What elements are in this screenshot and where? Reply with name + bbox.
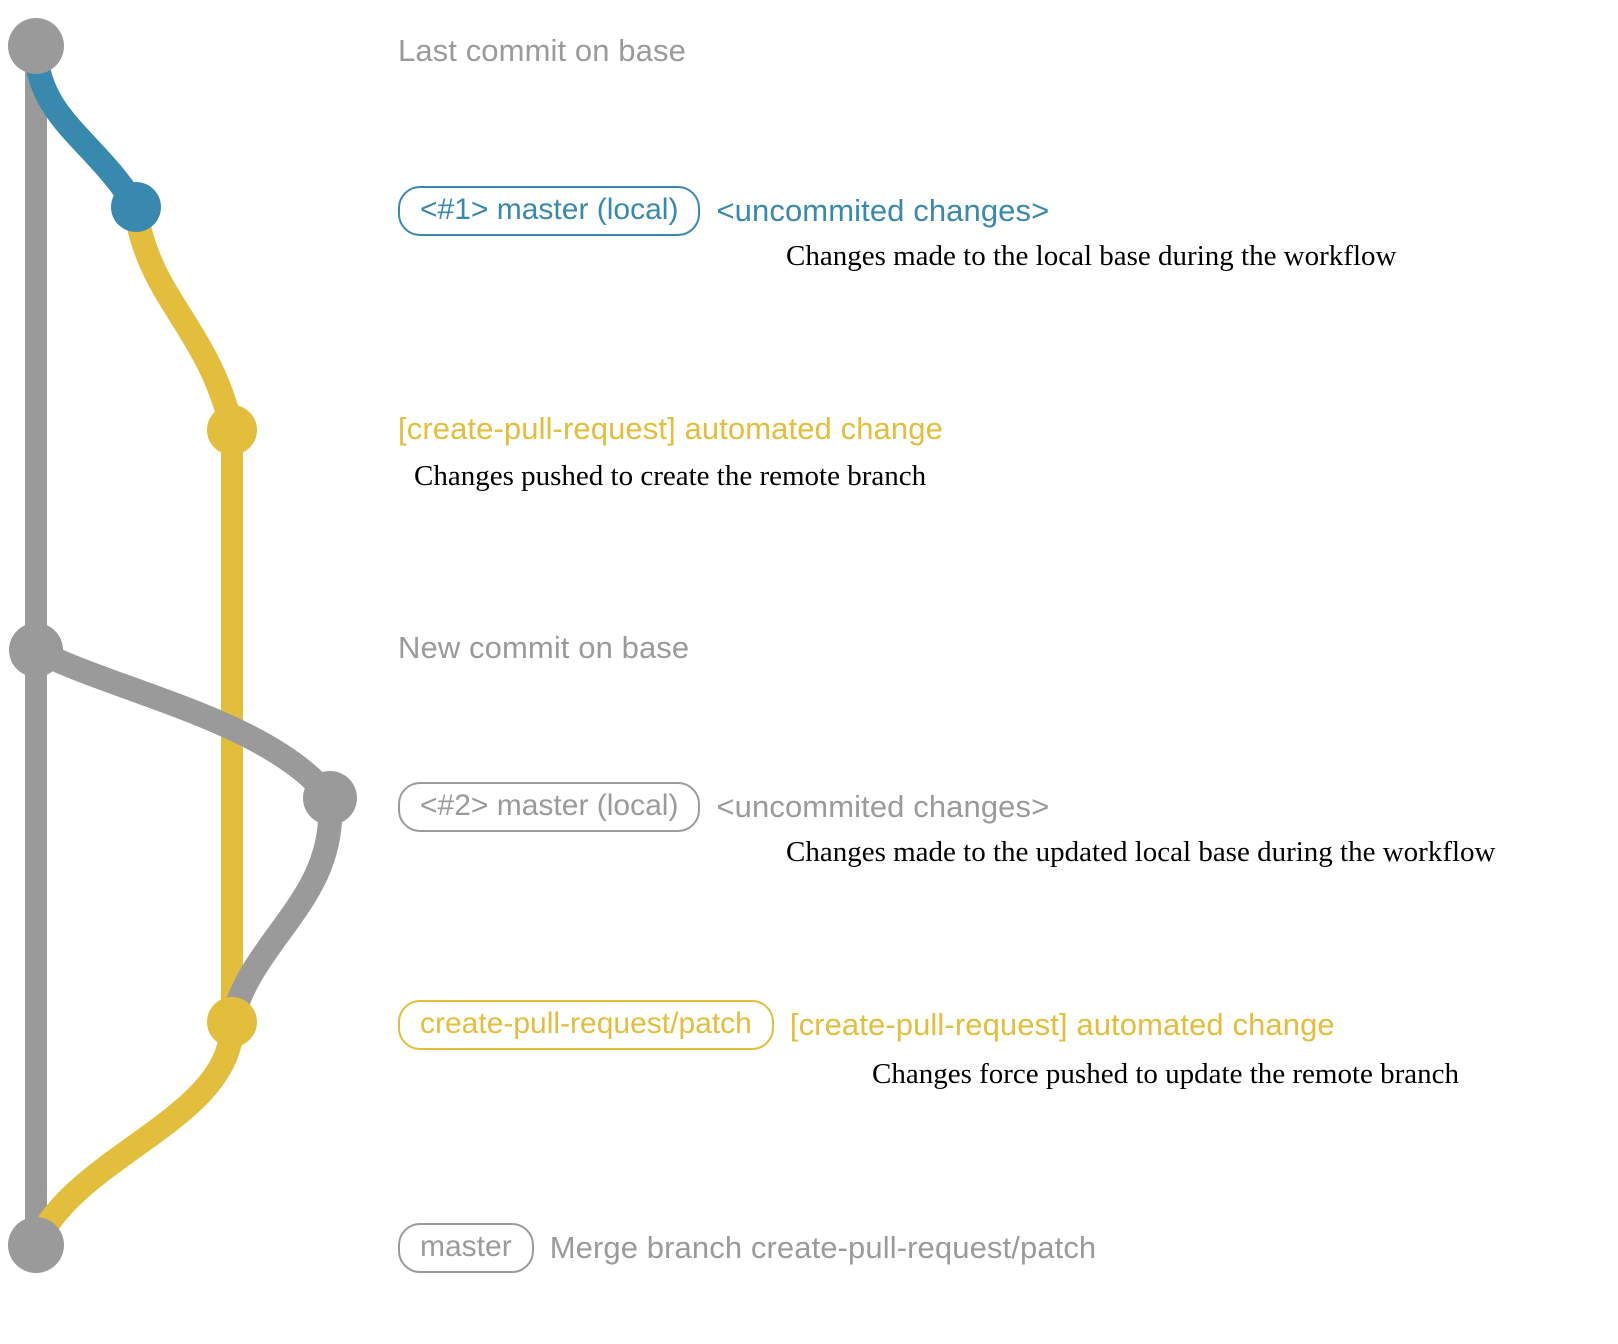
branch-badge-master[interactable]: master: [398, 1223, 534, 1273]
entry-description-master-local-1: Changes made to the local base during th…: [786, 240, 1397, 272]
branch-badge-master-local-2[interactable]: <#2> master (local): [398, 782, 701, 832]
edge-base2-to-local2: [24, 638, 342, 810]
edge-base-to-local1: [24, 40, 148, 219]
entry-headline: [create-pull-request] automated change: [789, 1007, 1335, 1042]
edge-local1-to-patch1: [124, 200, 244, 442]
entry-headline: [create-pull-request] automated change: [398, 411, 943, 446]
entry-last-commit-on-base: Last commit on base: [398, 33, 686, 69]
commit-node-merge-master[interactable]: [8, 1217, 64, 1273]
entry-headline: Merge branch create-pull-request/patch: [549, 1230, 1097, 1265]
branch-badge-master-local-1[interactable]: <#1> master (local): [398, 186, 701, 236]
entry-master-merge: master Merge branch create-pull-request/…: [398, 1223, 1096, 1273]
entry-automated-change-1: [create-pull-request] automated change: [398, 411, 943, 447]
commit-node-automated-change-2[interactable]: [207, 997, 257, 1047]
entry-description-automated-change-1: Changes pushed to create the remote bran…: [414, 460, 927, 492]
entry-description-master-local-2: Changes made to the updated local base d…: [786, 836, 1496, 868]
commit-node-last-on-base[interactable]: [8, 18, 64, 74]
entry-description-create-pull-request-patch: Changes force pushed to update the remot…: [872, 1058, 1460, 1090]
commit-node-local-uncommitted-2[interactable]: [303, 771, 357, 825]
entry-headline: Last commit on base: [398, 33, 686, 68]
commit-node-local-uncommitted-1[interactable]: [111, 182, 161, 232]
entry-master-local-1: <#1> master (local) <uncommited changes>: [398, 186, 1049, 236]
entry-create-pull-request-patch: create-pull-request/patch [create-pull-r…: [398, 1000, 1335, 1050]
edge-patch2-to-merge: [24, 1014, 244, 1257]
entry-headline: <uncommited changes>: [716, 789, 1050, 824]
commit-graph: [8, 18, 357, 1273]
commit-node-automated-change-1[interactable]: [207, 405, 257, 455]
commit-node-new-on-base[interactable]: [9, 623, 63, 677]
edge-local2-to-patch2: [220, 791, 343, 1034]
branch-badge-create-pull-request-patch[interactable]: create-pull-request/patch: [398, 1000, 774, 1050]
entry-headline: New commit on base: [398, 630, 690, 665]
entry-new-commit-on-base: New commit on base: [398, 630, 689, 666]
entry-headline: <uncommited changes>: [716, 193, 1050, 228]
entry-master-local-2: <#2> master (local) <uncommited changes>: [398, 782, 1049, 832]
